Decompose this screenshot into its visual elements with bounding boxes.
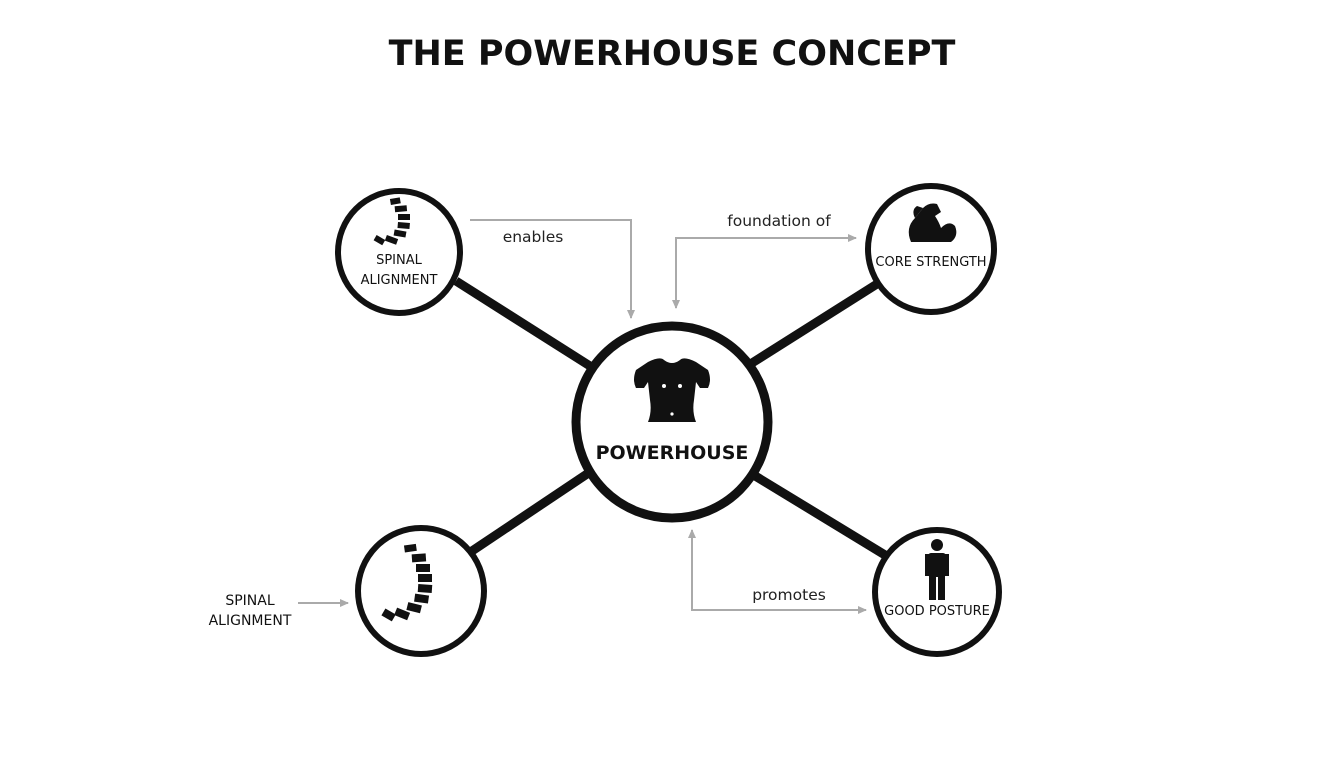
edge-label-promotes: promotes (752, 586, 826, 604)
flexed-arm-icon (908, 203, 957, 242)
edge-label-enables: enables (502, 228, 564, 246)
diagram-title: THE POWERHOUSE CONCEPT (388, 34, 956, 74)
node-spinal-alignment-circle (335, 188, 463, 316)
standing-person-icon (925, 539, 949, 600)
arrow-foundation-of (675, 234, 857, 308)
spine-icon-top (373, 197, 410, 246)
spoke-spinal-alignment (453, 277, 593, 370)
hub-label: POWERHOUSE (595, 442, 749, 464)
spoke-good-posture (749, 470, 888, 559)
node-label-good-posture: GOOD POSTURE (884, 604, 990, 619)
spoke-core-strength (749, 280, 880, 367)
spoke-spine-bottom (469, 468, 593, 555)
node-core-strength-circle (865, 183, 997, 315)
node-label-core-strength: CORE STRENGTH (875, 255, 987, 270)
external-label-spinal-alignment: SPINAL ALIGNMENT (208, 593, 292, 629)
node-label-spinal-alignment: SPINAL ALIGNMENT (360, 253, 438, 288)
torso-icon (634, 358, 710, 422)
edge-label-foundation-of: foundation of (727, 212, 831, 230)
spine-icon-bottom (381, 543, 433, 622)
arrow-enables (470, 219, 635, 319)
node-good-posture-circle (872, 527, 1002, 657)
